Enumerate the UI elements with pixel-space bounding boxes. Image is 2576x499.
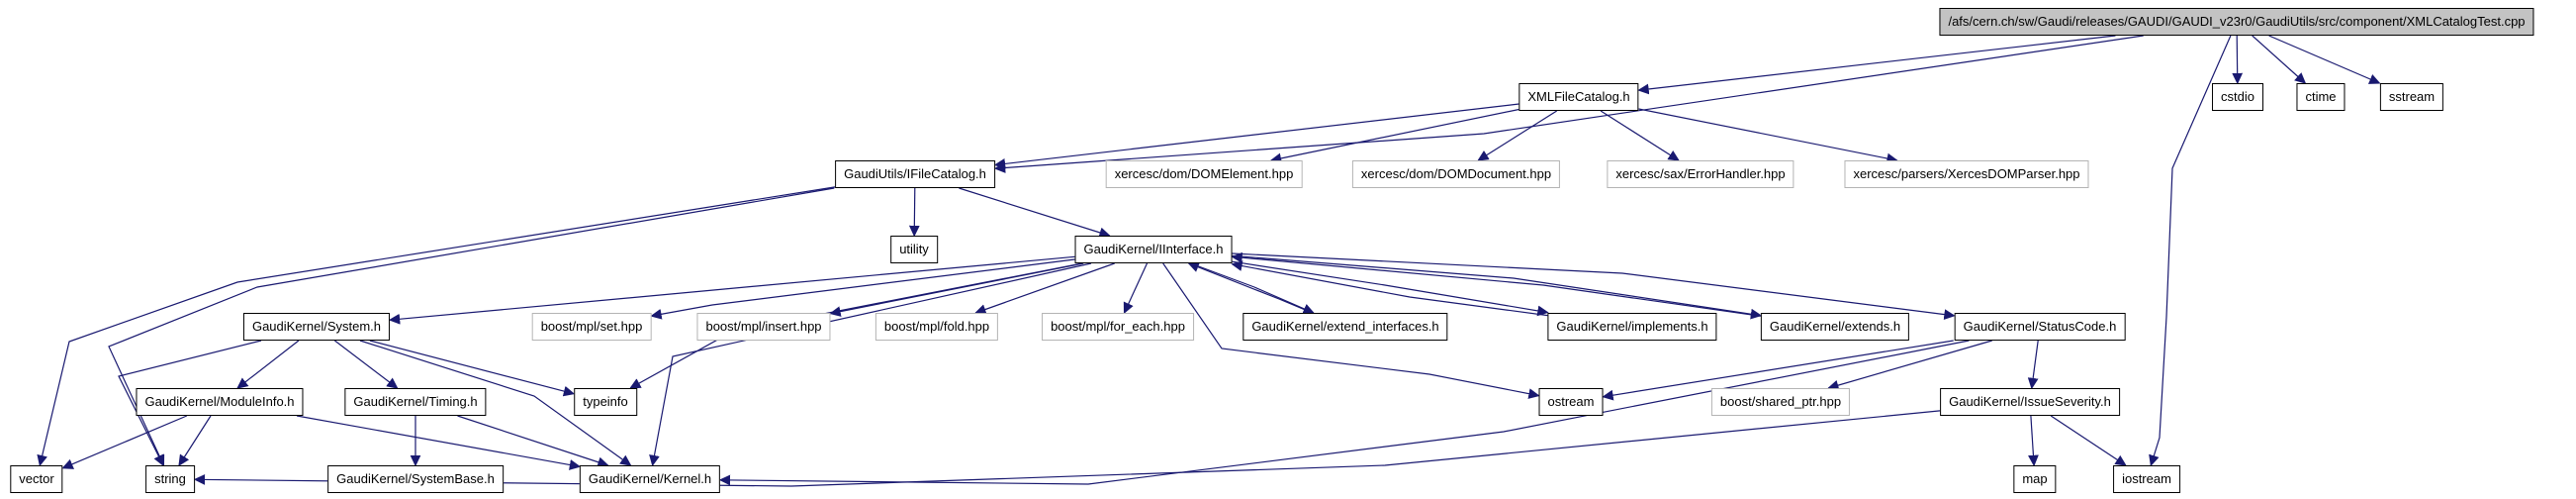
include-edge-ifilecatalog-iinterface bbox=[959, 187, 1111, 239]
include-edge-system-kernel bbox=[359, 340, 632, 466]
graph-node-ctime: ctime bbox=[2296, 83, 2346, 111]
graph-node-shared_ptr: boost/shared_ptr.hpp bbox=[1710, 388, 1851, 416]
graph-node-map: map bbox=[2013, 465, 2057, 493]
graph-node-kernel[interactable]: GaudiKernel/Kernel.h bbox=[579, 465, 721, 493]
graph-node-vector: vector bbox=[10, 465, 63, 493]
graph-node-statuscode[interactable]: GaudiKernel/StatusCode.h bbox=[1954, 313, 2126, 341]
graph-node-system[interactable]: GaudiKernel/System.h bbox=[242, 313, 391, 341]
include-edge-iinterface-mpl_set bbox=[650, 258, 1075, 320]
include-edge-cpp-xmlfilecatalog bbox=[1637, 35, 2116, 95]
include-edge-iinterface-mpl_foreach bbox=[1123, 262, 1149, 315]
graph-node-timing[interactable]: GaudiKernel/Timing.h bbox=[344, 388, 487, 416]
graph-node-xercesdomparser: xercesc/parsers/XercesDOMParser.hpp bbox=[1844, 160, 2089, 188]
graph-node-xmlfilecatalog[interactable]: XMLFileCatalog.h bbox=[1518, 83, 1639, 111]
include-edge-xmlfilecatalog-domelement bbox=[1269, 108, 1519, 164]
graph-node-mpl_set: boost/mpl/set.hpp bbox=[531, 313, 652, 341]
graph-node-typeinfo: typeinfo bbox=[574, 388, 637, 416]
graph-node-mpl_fold: boost/mpl/fold.hpp bbox=[874, 313, 999, 341]
include-edge-iinterface-extend_interfaces bbox=[1190, 262, 1315, 314]
include-edge-iinterface-system bbox=[388, 255, 1075, 325]
graph-node-ifilecatalog[interactable]: GaudiUtils/IFileCatalog.h bbox=[835, 160, 995, 188]
include-edge-extend_interfaces-iinterface bbox=[1187, 261, 1313, 314]
include-edge-ifilecatalog-vector bbox=[37, 186, 836, 467]
graph-node-moduleinfo[interactable]: GaudiKernel/ModuleInfo.h bbox=[136, 388, 304, 416]
include-edge-implements-iinterface bbox=[1231, 260, 1548, 317]
include-edge-cpp-iostream bbox=[2149, 35, 2232, 467]
graph-node-extends[interactable]: GaudiKernel/extends.h bbox=[1760, 313, 1910, 341]
graph-node-domdocument: xercesc/dom/DOMDocument.hpp bbox=[1351, 160, 1561, 188]
include-edge-cpp-cstdio bbox=[2232, 35, 2244, 85]
include-edge-issueseverity-map bbox=[2028, 415, 2039, 467]
graph-node-implements[interactable]: GaudiKernel/implements.h bbox=[1547, 313, 1717, 341]
include-edge-statuscode-shared_ptr bbox=[1827, 340, 1992, 391]
graph-node-cstdio: cstdio bbox=[2212, 83, 2263, 111]
include-edge-system-typeinfo bbox=[369, 340, 576, 397]
include-edge-iinterface-implements bbox=[1232, 260, 1549, 317]
graph-node-ostream: ostream bbox=[1538, 388, 1604, 416]
include-edge-moduleinfo-kernel bbox=[296, 415, 582, 470]
include-edge-xmlfilecatalog-domdocument bbox=[1477, 110, 1558, 161]
include-edge-issueseverity-iostream bbox=[2050, 415, 2127, 466]
include-edge-timing-kernel bbox=[457, 415, 609, 467]
include-edge-system-moduleinfo bbox=[236, 340, 300, 389]
include-edge-iinterface-mpl_fold bbox=[974, 262, 1115, 315]
include-edge-moduleinfo-vector bbox=[61, 415, 188, 469]
graph-node-iinterface[interactable]: GaudiKernel/IInterface.h bbox=[1074, 236, 1233, 263]
graph-node-errorhandler: xercesc/sax/ErrorHandler.hpp bbox=[1607, 160, 1794, 188]
include-edge-statuscode-issueseverity bbox=[2027, 340, 2039, 390]
graph-node-systembase[interactable]: GaudiKernel/SystemBase.h bbox=[327, 465, 504, 493]
include-edge-iinterface-ostream bbox=[1162, 262, 1540, 399]
graph-node-sstream: sstream bbox=[2379, 83, 2444, 111]
include-edge-xmlfilecatalog-xercesdomparser bbox=[1638, 108, 1898, 164]
graph-node-iostream: iostream bbox=[2113, 465, 2180, 493]
include-edge-system-string bbox=[118, 340, 262, 467]
include-edge-statuscode-ostream bbox=[1602, 340, 1954, 401]
graph-node-string: string bbox=[145, 465, 195, 493]
include-edge-xmlfilecatalog-ifilecatalog bbox=[993, 103, 1519, 169]
include-edge-extends-iinterface bbox=[1231, 251, 1762, 317]
graph-node-domelement: xercesc/dom/DOMElement.hpp bbox=[1105, 160, 1303, 188]
include-edge-ifilecatalog-utility bbox=[908, 187, 920, 238]
include-edge-system-timing bbox=[334, 340, 399, 389]
include-edge-moduleinfo-string bbox=[178, 415, 212, 467]
include-edge-iinterface-statuscode bbox=[1232, 252, 1956, 320]
graph-node-mpl_foreach: boost/mpl/for_each.hpp bbox=[1042, 313, 1194, 341]
include-edge-cpp-ctime bbox=[2252, 35, 2307, 84]
graph-node-extend_interfaces[interactable]: GaudiKernel/extend_interfaces.h bbox=[1242, 313, 1448, 341]
graph-node-cpp: /afs/cern.ch/sw/Gaudi/releases/GAUDI/GAU… bbox=[1939, 8, 2534, 36]
include-edge-xmlfilecatalog-errorhandler bbox=[1600, 110, 1680, 161]
include-edge-cpp-sstream bbox=[2268, 35, 2381, 84]
include-edge-cpp-ifilecatalog bbox=[993, 35, 2144, 173]
graph-node-mpl_insert: boost/mpl/insert.hpp bbox=[696, 313, 831, 341]
include-edge-iinterface-extends bbox=[1232, 254, 1763, 320]
graph-node-issueseverity[interactable]: GaudiKernel/IssueSeverity.h bbox=[1940, 388, 2120, 416]
graph-node-utility: utility bbox=[890, 236, 938, 263]
include-edge-iinterface-kernel bbox=[649, 262, 1092, 467]
